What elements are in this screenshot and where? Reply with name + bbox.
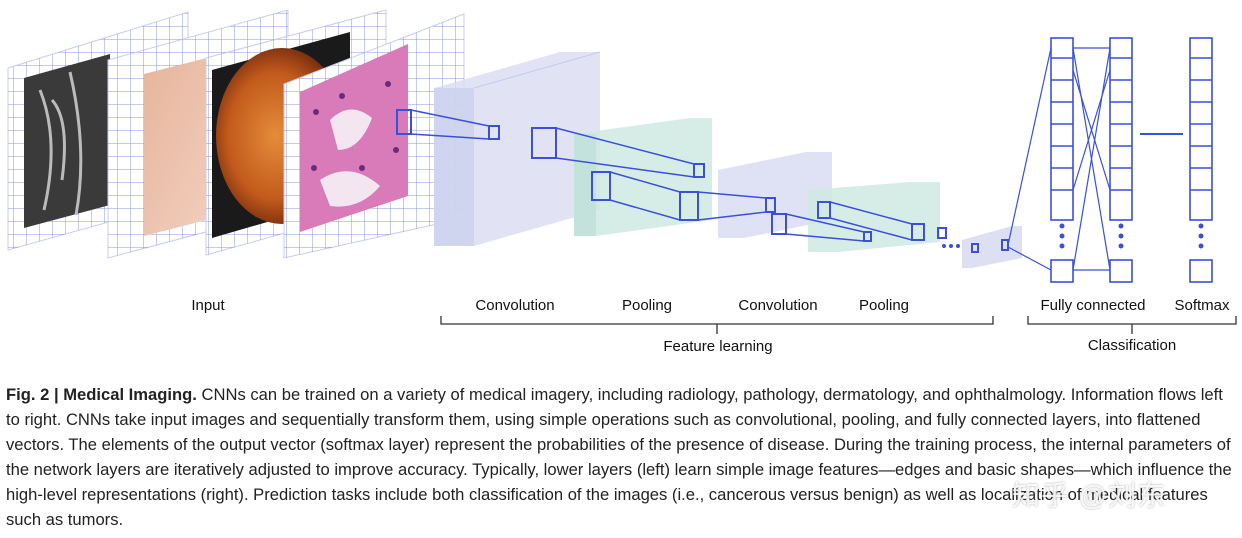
classification-label: Classification [1087,337,1177,354]
pooling-2-label: Pooling [858,297,910,314]
convolution-2-label: Convolution [738,297,818,314]
figure-caption: Fig. 2 | Medical Imaging. CNNs can be tr… [6,382,1234,532]
fully-connected-label: Fully connected [1040,297,1146,314]
fc-connections [1007,47,1183,271]
fully-connected-layer-1 [1050,37,1074,283]
group-brackets [440,316,1237,334]
pathology-image [283,13,465,259]
input-image-stack [7,9,465,259]
receptive-field-lines [410,109,1009,253]
flatten-block [962,226,1022,268]
figure-label: Fig. 2 | Medical Imaging. [6,385,197,404]
feature-learning-bracket [440,316,994,325]
convolution-block-2 [718,152,832,238]
cnn-diagram [7,9,1237,334]
convolution-block-1 [434,51,601,246]
feature-learning-label: Feature learning [663,338,773,355]
fc-ellipsis-dots [1059,223,1204,249]
softmax-layer [1189,37,1213,283]
fully-connected-layer-2 [1109,37,1133,283]
convolution-1-label: Convolution [475,297,555,314]
watermark: 知乎 @刘东 [1012,480,1167,511]
pooling-block-2 [808,182,940,252]
softmax-label: Softmax [1174,297,1230,314]
pooling-1-label: Pooling [621,297,673,314]
classification-bracket [1027,316,1237,325]
pooling-block-1 [574,118,712,236]
caption-text: CNNs can be trained on a variety of medi… [6,385,1232,529]
input-label: Input [191,297,225,314]
ellipsis-dots [942,244,960,248]
